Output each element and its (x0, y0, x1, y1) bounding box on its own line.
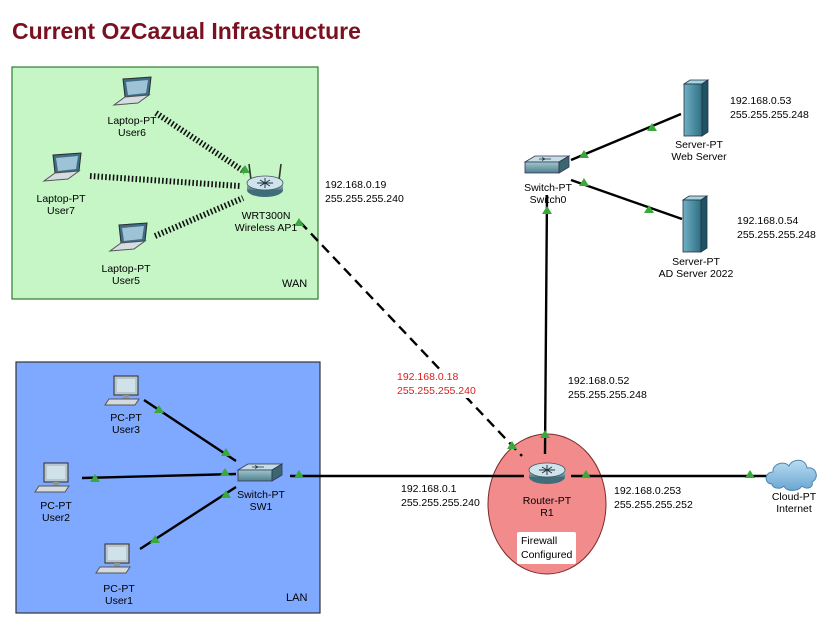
link-switch0-ad (570, 178, 683, 221)
device-name: AD Server 2022 (658, 268, 734, 280)
device-label-switch0: Switch-PT Switch0 (513, 182, 583, 206)
device-name: Internet (776, 503, 812, 515)
device-model: PC-PT (103, 583, 135, 595)
cloud-icon[interactable] (765, 459, 817, 491)
device-model: WRT300N (241, 210, 291, 222)
device-name: User6 (117, 127, 146, 139)
ip-label-r1-wan: 192.168.0.18 255.255.255.240 (394, 370, 479, 398)
switch-icon[interactable] (237, 463, 283, 482)
switch-icon[interactable] (524, 155, 570, 174)
device-name: Wireless AP1 (234, 222, 298, 234)
link-switch0-web (570, 112, 682, 162)
link-endpoints (90, 123, 755, 543)
device-name: User2 (41, 512, 70, 524)
wired-links (81, 112, 770, 551)
ip-label-r1-lan: 192.168.0.1 255.255.255.240 (398, 482, 483, 510)
device-model: Switch-PT (524, 182, 572, 194)
device-label-user2: PC-PT User2 (21, 500, 91, 524)
ip-label-ad: 192.168.0.54 255.255.255.248 (734, 214, 819, 242)
device-label-cloud: Cloud-PT Internet (759, 491, 829, 515)
server-icon[interactable] (682, 79, 710, 137)
device-name: Switch0 (529, 194, 567, 206)
device-label-sw1: Switch-PT SW1 (226, 489, 296, 513)
ip-address: 192.168.0.18 (397, 371, 459, 383)
device-model: Switch-PT (237, 489, 285, 501)
wireless-router-icon[interactable] (246, 163, 284, 198)
wireless-link-user5 (153, 195, 245, 239)
device-model: Laptop-PT (36, 193, 86, 205)
server-icon[interactable] (681, 195, 709, 253)
subnet-mask: 255.255.255.240 (325, 193, 404, 205)
subnet-mask: 255.255.255.252 (614, 499, 693, 511)
subnet-mask: 255.255.255.248 (568, 389, 647, 401)
ip-label-r1-srv: 192.168.0.52 255.255.255.248 (565, 374, 650, 402)
device-model: Laptop-PT (107, 115, 157, 127)
subnet-mask: 255.255.255.240 (397, 385, 476, 397)
router-icon[interactable] (528, 462, 566, 485)
device-name: User1 (104, 595, 133, 607)
device-label-user3: PC-PT User3 (91, 412, 161, 436)
device-model: Laptop-PT (101, 263, 151, 275)
link-user2-sw1 (81, 472, 237, 480)
device-label-web: Server-PT Web Server (659, 139, 739, 163)
device-model: Server-PT (675, 139, 723, 151)
subnet-mask: 255.255.255.248 (737, 229, 816, 241)
firewall-note: Firewall Configured (517, 532, 577, 564)
firewall-note-line2: Configured (521, 549, 573, 561)
device-name: SW1 (249, 501, 273, 513)
wireless-link-user6 (154, 110, 247, 175)
device-model: PC-PT (110, 412, 142, 424)
link-ap1-r1 (299, 221, 523, 457)
device-name: R1 (540, 507, 554, 519)
device-label-user1: PC-PT User1 (84, 583, 154, 607)
ip-address: 192.168.0.52 (568, 375, 630, 387)
device-label-ad: Server-PT AD Server 2022 (648, 256, 744, 280)
subnet-mask: 255.255.255.240 (401, 497, 480, 509)
ip-label-r1-inet: 192.168.0.253 255.255.255.252 (611, 484, 696, 512)
firewall-note-line1: Firewall (521, 535, 558, 547)
device-model: PC-PT (40, 500, 72, 512)
device-label-user7: Laptop-PT User7 (26, 193, 96, 217)
device-model: Server-PT (672, 256, 720, 268)
device-model: Router-PT (522, 495, 572, 507)
device-label-ap1: WRT300N Wireless AP1 (225, 210, 307, 234)
ip-address: 192.168.0.53 (730, 95, 792, 107)
device-label-user6: Laptop-PT User6 (97, 115, 167, 139)
ip-address: 192.168.0.1 (401, 483, 457, 495)
subnet-mask: 255.255.255.248 (730, 109, 809, 121)
link-switch0-r1 (543, 194, 549, 455)
ip-address: 192.168.0.253 (614, 485, 682, 497)
device-model: Cloud-PT (771, 491, 817, 503)
wan-zone-label: WAN (282, 278, 308, 290)
wireless-links (89, 110, 247, 239)
device-name: Web Server (671, 151, 727, 163)
device-label-user5: Laptop-PT User5 (91, 263, 161, 287)
device-name: User5 (111, 275, 140, 287)
ip-label-ap1: 192.168.0.19 255.255.255.240 (322, 178, 407, 206)
device-label-r1: Router-PT R1 (512, 495, 582, 519)
device-name: User3 (111, 424, 140, 436)
lan-zone-label: LAN (286, 592, 308, 604)
page-title: Current OzCazual Infrastructure (12, 18, 361, 44)
ip-label-web: 192.168.0.53 255.255.255.248 (727, 94, 812, 122)
ip-address: 192.168.0.54 (737, 215, 799, 227)
device-name: User7 (46, 205, 75, 217)
ip-address: 192.168.0.19 (325, 179, 387, 191)
